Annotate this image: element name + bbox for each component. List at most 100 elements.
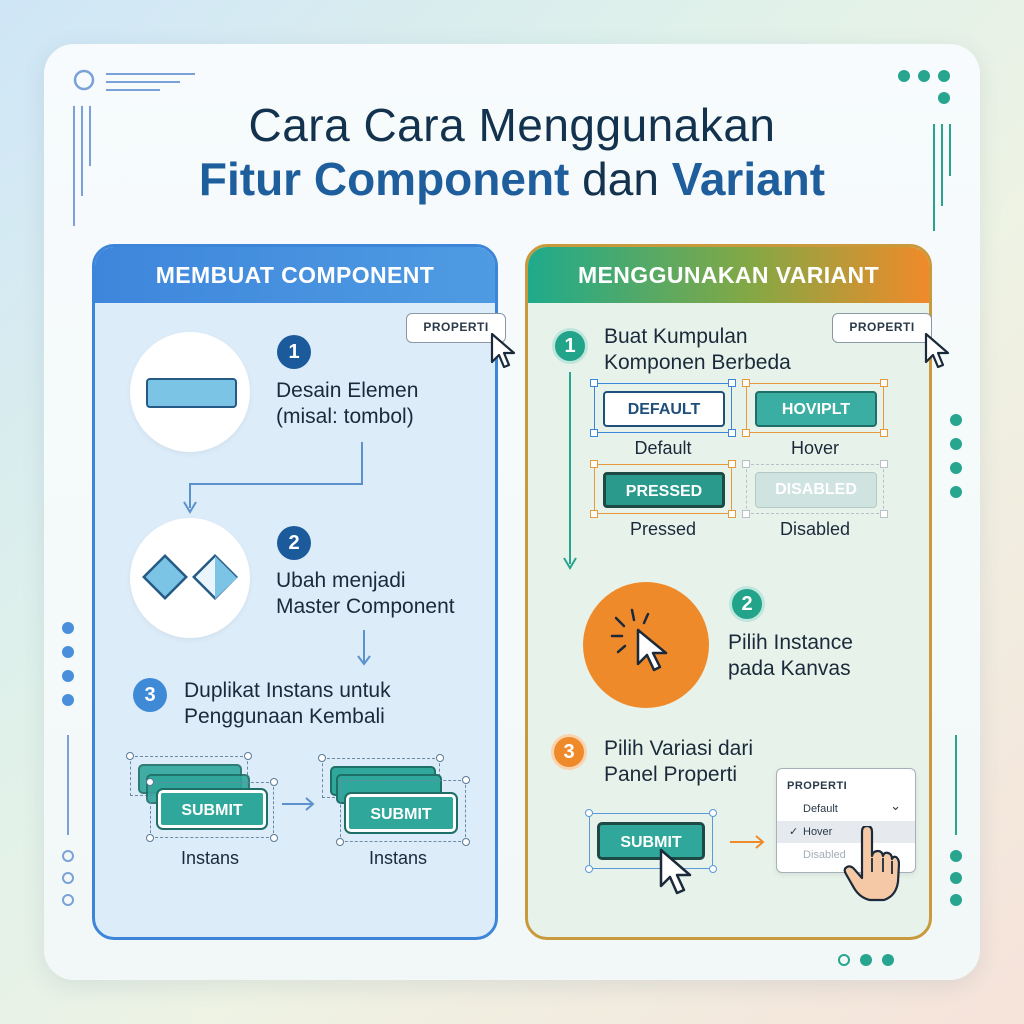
dot-decoration bbox=[62, 670, 74, 682]
frame-handle bbox=[590, 510, 598, 518]
variant-label-hover: Hover bbox=[790, 438, 839, 458]
right-arrow bbox=[730, 835, 765, 849]
check-icon: ✓ bbox=[789, 826, 799, 838]
instance-label: Instans bbox=[368, 848, 428, 868]
dot-decoration bbox=[62, 646, 74, 658]
dot-decoration bbox=[950, 872, 962, 884]
frame-handle bbox=[590, 379, 598, 387]
selection-handle bbox=[244, 752, 252, 760]
right-step2-text: Pilih Instance pada Kanvas bbox=[728, 631, 853, 680]
submit-button-instance[interactable]: SUBMIT bbox=[344, 792, 458, 834]
option-label: Default bbox=[803, 803, 838, 815]
corner-decoration-top-left bbox=[73, 69, 195, 226]
option-label: Hover bbox=[803, 826, 833, 838]
frame-handle bbox=[742, 510, 750, 518]
frame-handle bbox=[728, 379, 736, 387]
selection-handle bbox=[709, 809, 717, 817]
cursor-arrow-icon bbox=[924, 332, 950, 369]
frame-handle bbox=[880, 379, 888, 387]
dropdown-option-disabled: Disabled bbox=[803, 849, 846, 861]
line-decoration bbox=[955, 735, 957, 835]
right-step1-text: Buat Kumpulan Komponen Berbeda bbox=[604, 325, 791, 374]
selection-handle bbox=[709, 865, 717, 873]
variant-button-disabled: DISABLED bbox=[755, 472, 877, 508]
step2-text: Ubah menjadi Master Component bbox=[276, 569, 455, 618]
variant-frame-pressed: PRESSED bbox=[594, 464, 732, 514]
step-number: 3 bbox=[133, 678, 167, 712]
ring-decoration bbox=[62, 894, 74, 906]
frame-handle bbox=[742, 460, 750, 468]
title-highlight-component: Fitur Component bbox=[198, 153, 570, 205]
step-number: 1 bbox=[552, 328, 588, 364]
submit-button[interactable]: SUBMIT bbox=[597, 822, 705, 860]
title-highlight-variant: Variant bbox=[671, 153, 826, 205]
right-step3-text: Pilih Variasi dari Panel Properti bbox=[604, 737, 753, 786]
page-title-line1: Cara Cara Menggunakan bbox=[248, 99, 776, 151]
step-number: 2 bbox=[729, 586, 765, 622]
down-arrow bbox=[357, 630, 371, 666]
frame-handle bbox=[880, 429, 888, 437]
frame-handle bbox=[590, 429, 598, 437]
frame-handle bbox=[728, 460, 736, 468]
properti-tag-left: PROPERTI bbox=[406, 313, 506, 343]
properti-dropdown-panel[interactable]: PROPERTI Default ⌄ ✓ Hover Disabled bbox=[776, 768, 916, 873]
frame-handle bbox=[590, 460, 598, 468]
variant-label-disabled: Disabled bbox=[779, 519, 851, 539]
ring-decoration bbox=[62, 850, 74, 862]
step1-text: Desain Elemen (misal: tombol) bbox=[276, 379, 419, 428]
dropdown-title: PROPERTI bbox=[787, 780, 848, 792]
dropdown-option-default[interactable]: Default ⌄ bbox=[803, 798, 913, 820]
frame-handle bbox=[880, 510, 888, 518]
frame-handle bbox=[742, 379, 750, 387]
dot-decoration bbox=[62, 622, 74, 634]
panel-header-left: MEMBUAT COMPONENT bbox=[95, 247, 495, 303]
button-element-icon bbox=[146, 378, 237, 408]
variant-frame-disabled: DISABLED bbox=[746, 464, 884, 514]
variant-button-default[interactable]: DEFAULT bbox=[603, 391, 725, 427]
step-number: 3 bbox=[551, 734, 587, 770]
variant-frame-hover: HOVIPLT bbox=[746, 383, 884, 433]
chevron-down-icon: ⌄ bbox=[890, 798, 901, 813]
page-title-line2: Fitur Component dan Variant bbox=[0, 152, 1024, 206]
title-connector: dan bbox=[569, 153, 672, 205]
frame-handle bbox=[742, 429, 750, 437]
frame-handle bbox=[728, 429, 736, 437]
selection-handle bbox=[146, 778, 154, 786]
selection-handle bbox=[462, 776, 470, 784]
selection-handle bbox=[585, 809, 593, 817]
properti-tag-right: PROPERTI bbox=[832, 313, 932, 343]
step-number: 2 bbox=[277, 526, 311, 560]
selection-handle bbox=[336, 838, 344, 846]
dot-decoration bbox=[860, 954, 872, 966]
dot-decoration bbox=[950, 414, 962, 426]
variant-button-hover[interactable]: HOVIPLT bbox=[755, 391, 877, 427]
selection-handle bbox=[270, 834, 278, 842]
dot-decoration bbox=[950, 438, 962, 450]
selection-handle bbox=[126, 752, 134, 760]
dot-decoration bbox=[882, 954, 894, 966]
frame-handle bbox=[880, 460, 888, 468]
variant-button-pressed[interactable]: PRESSED bbox=[603, 472, 725, 508]
cursor-arrow-icon bbox=[659, 848, 692, 895]
ring-decoration bbox=[62, 872, 74, 884]
hand-pointer-icon bbox=[843, 826, 900, 902]
ring-decoration bbox=[838, 954, 850, 966]
dot-decoration bbox=[950, 850, 962, 862]
dot-decoration bbox=[950, 462, 962, 474]
selection-handle bbox=[585, 865, 593, 873]
selection-handle bbox=[270, 778, 278, 786]
master-component-icon bbox=[142, 554, 238, 600]
line-decoration bbox=[67, 735, 69, 835]
submit-button-instance[interactable]: SUBMIT bbox=[156, 788, 268, 830]
step-number: 1 bbox=[277, 335, 311, 369]
click-cursor-icon bbox=[610, 608, 668, 672]
cursor-arrow-icon bbox=[490, 332, 516, 369]
panel-header-right: MENGGUNAKAN VARIANT bbox=[528, 247, 929, 303]
dot-decoration bbox=[950, 894, 962, 906]
variant-label-default: Default bbox=[634, 438, 692, 458]
connector-arrow bbox=[183, 442, 363, 514]
dropdown-option-hover[interactable]: ✓ Hover bbox=[777, 821, 915, 843]
selection-frame bbox=[589, 813, 713, 869]
corner-decoration-top-right bbox=[898, 70, 951, 231]
vertical-connector bbox=[563, 372, 577, 570]
